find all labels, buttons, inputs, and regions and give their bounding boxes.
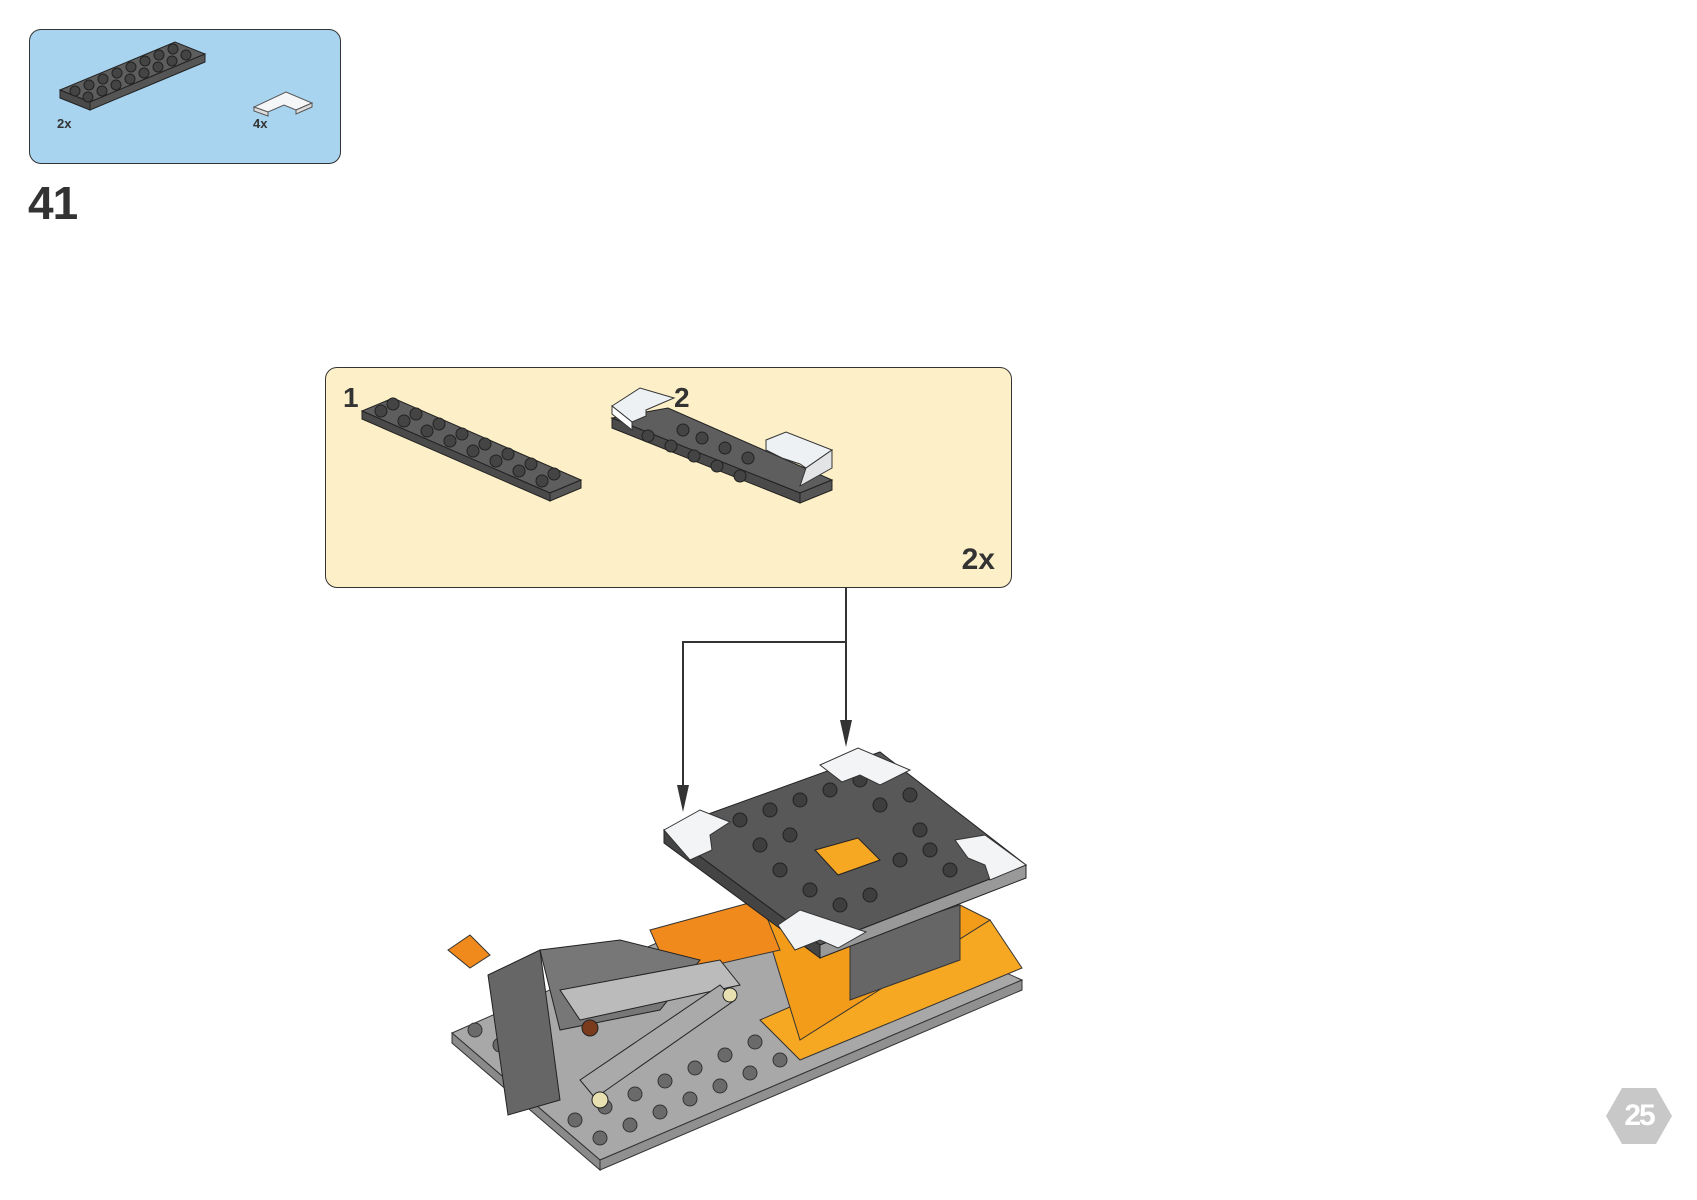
assembly-arrows	[682, 588, 847, 800]
substep-number: 2	[674, 382, 690, 413]
parts-list-box: 2x 4x	[29, 29, 341, 164]
part-quantity: 4x	[253, 116, 268, 131]
model-base-plate	[451, 879, 1024, 1172]
subassembly-illustration	[360, 387, 834, 504]
substep-number: 1	[343, 382, 359, 413]
arrow-head-icon	[677, 720, 852, 812]
plate-2x8-icon	[360, 397, 583, 502]
orange-support-block	[649, 899, 1023, 1061]
top-plate-assembly	[662, 747, 1028, 959]
page-number-badge: 25	[1606, 1088, 1672, 1144]
page-number: 25	[1624, 1099, 1655, 1132]
plate-2x8-icon	[58, 41, 207, 111]
hexagon-icon	[1606, 1088, 1672, 1144]
subassembly-callout: 1 2	[325, 367, 1012, 588]
parts-illustration	[58, 41, 314, 117]
mechanism-gray-parts	[447, 934, 741, 1116]
step-number: 41	[28, 177, 78, 229]
part-quantity: 2x	[57, 116, 72, 131]
subassembly-multiplier: 2x	[961, 543, 995, 576]
corner-tile-icon	[252, 91, 314, 117]
plate-with-corner-tiles-icon	[610, 387, 834, 504]
